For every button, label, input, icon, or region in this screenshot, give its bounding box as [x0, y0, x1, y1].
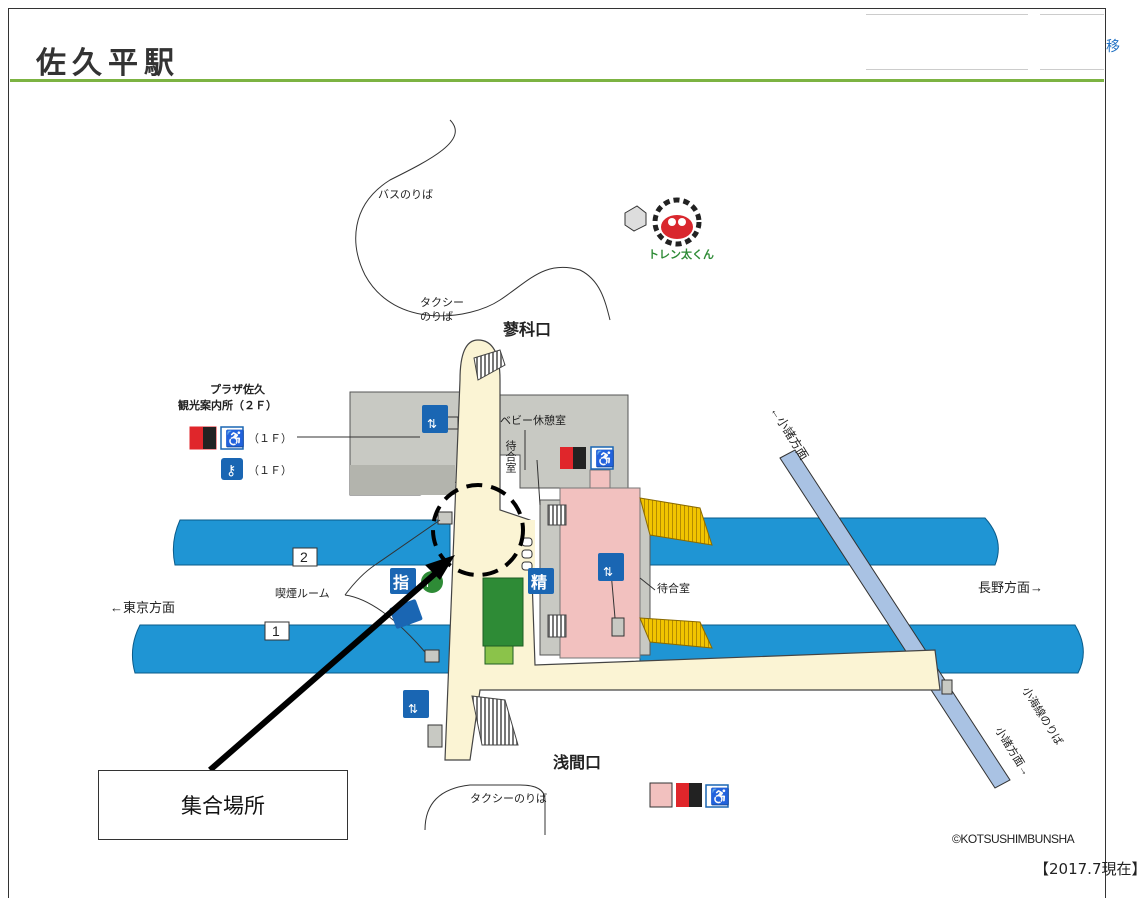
- header-tab[interactable]: [866, 14, 1028, 70]
- station-map: トレン太くん バスのりば タクシー のりば 蓼科口 プラザ佐久 観光案内所（２Ｆ…: [110, 119, 1084, 835]
- asama-exit-label: 浅間口: [553, 753, 601, 772]
- svg-text:⇅: ⇅: [408, 702, 418, 716]
- station-building: [487, 394, 651, 659]
- accessible-icon: ♿: [590, 446, 615, 470]
- svg-text:♿: ♿: [710, 787, 730, 806]
- mascot-name: トレン太くん: [648, 247, 714, 261]
- smoking-room-label: 喫煙ルーム: [275, 587, 330, 600]
- header-tab[interactable]: [1040, 14, 1104, 70]
- copyright-text: ©KOTSUSHIMBUNSHA: [952, 832, 1075, 846]
- title-underline: [10, 79, 1104, 82]
- track-2: [172, 517, 999, 566]
- platform-2-sign: 2: [292, 547, 318, 567]
- smoking-room: [424, 649, 440, 663]
- svg-text:1: 1: [272, 623, 280, 639]
- svg-text:⚷: ⚷: [226, 462, 236, 478]
- shop: [482, 577, 524, 665]
- svg-text:⇅: ⇅: [603, 565, 613, 579]
- koumi-line-label: 小海線のりば: [1019, 684, 1066, 747]
- reserved-seat-icon: 指: [390, 568, 416, 594]
- taxi-north-label: タクシー のりば: [420, 296, 467, 323]
- bus-stop-label: バスのりば: [378, 188, 433, 201]
- svg-text:精: 精: [531, 573, 547, 592]
- tab-edge-text: 移: [1106, 39, 1120, 55]
- accessible-icon: ♿: [220, 426, 245, 450]
- toilet-icon: [676, 783, 702, 807]
- toilet-icon: [189, 426, 217, 450]
- baby-room-label: ベビー休憩室: [500, 413, 566, 427]
- tokyo-direction-label: ←東京方面: [110, 600, 175, 615]
- koumi-line-platform: [779, 449, 1011, 789]
- elevator-icon: ⇅: [598, 553, 624, 581]
- elevator-shaft: [611, 617, 625, 637]
- taxi-north-label-line1: タクシー: [420, 296, 464, 309]
- tateshina-exit-label: 蓼科口: [502, 320, 551, 339]
- smoking-room: [437, 511, 453, 525]
- locker-floor-label: （１Ｆ）: [248, 464, 292, 477]
- svg-text:⇅: ⇅: [427, 417, 437, 431]
- page-title: 佐久平駅: [36, 46, 180, 81]
- accessible-icon: ♿: [705, 784, 730, 808]
- meeting-point-arrowhead: [425, 555, 455, 580]
- waiting-room-vertical-label: 待合室: [504, 439, 517, 473]
- tourist-info-label: 観光案内所（２Ｆ）: [178, 398, 277, 412]
- meeting-point-callout: 集合場所: [98, 770, 348, 840]
- svg-text:♿: ♿: [225, 429, 245, 448]
- plaza-saku-label: プラザ佐久: [210, 382, 266, 396]
- elevator-icon: ⇅: [422, 405, 448, 433]
- escalator-lower: [639, 617, 713, 649]
- stairs-south: [471, 695, 519, 746]
- date-stamp: 【2017.7現在】: [1034, 860, 1147, 878]
- waiting-room-label: 待合室: [657, 581, 690, 595]
- ticket-gates: [521, 537, 533, 571]
- road-curve-south: [424, 784, 546, 835]
- fare-adjustment-icon: 精: [528, 568, 554, 594]
- svg-text:♿: ♿: [595, 449, 615, 468]
- taxi-north-label-line2: のりば: [420, 310, 453, 323]
- stairs-inner: [547, 614, 567, 638]
- mascot-icon: [624, 197, 702, 247]
- nursing-room-icon: [649, 782, 673, 808]
- nagano-direction-label: 長野方面→: [978, 580, 1043, 595]
- svg-text:指: 指: [393, 573, 409, 592]
- escalator-upper: [639, 497, 713, 546]
- toilet-floor-label: （１Ｆ）: [248, 432, 292, 445]
- road-curve-north: [355, 119, 611, 321]
- elevator-shaft: [941, 679, 953, 695]
- stairs-north: [473, 349, 506, 381]
- stairs-inner: [547, 504, 567, 526]
- document-frame: [8, 8, 1106, 898]
- toilet-icon: [560, 447, 586, 469]
- meeting-point-marker: [431, 483, 525, 577]
- platform-1-sign: 1: [264, 621, 290, 641]
- taxi-south-label: タクシーのりば: [470, 792, 547, 805]
- elevator-icon: ⇅: [403, 690, 429, 718]
- svg-text:2: 2: [300, 549, 308, 565]
- elevator-shaft: [427, 724, 443, 748]
- locker-icon: ⚷: [221, 458, 243, 480]
- meeting-point-arrow: [208, 562, 447, 773]
